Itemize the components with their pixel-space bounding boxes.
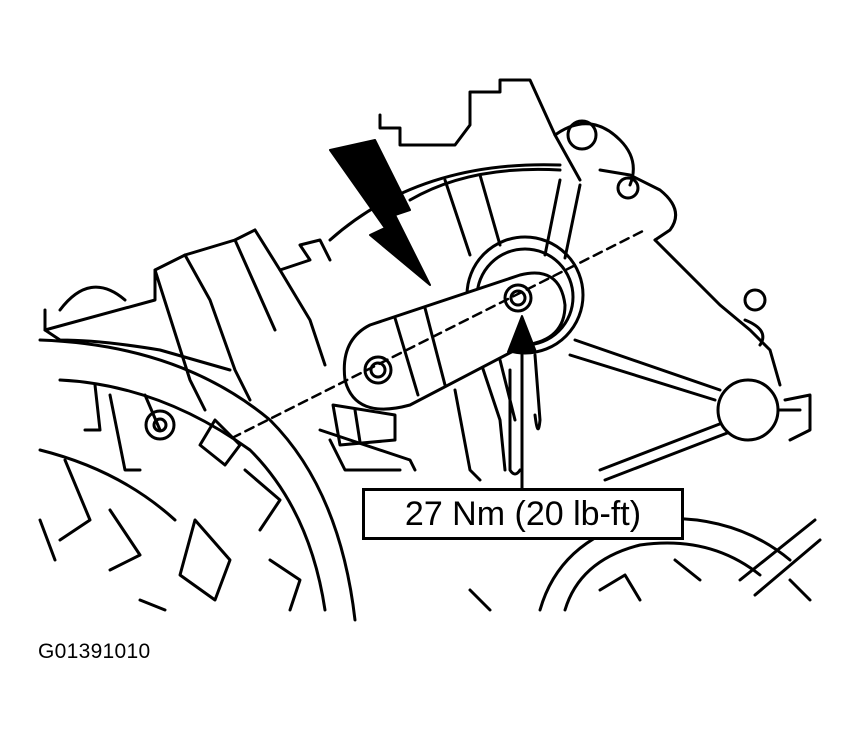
up-arrow-icon — [507, 315, 542, 490]
ball-joint — [716, 378, 812, 442]
left-block — [43, 228, 332, 412]
figure-id-label: G01391010 — [38, 640, 151, 663]
torque-spec-text: 27 Nm (20 lb-ft) — [404, 494, 642, 533]
upper-housing — [378, 78, 782, 387]
bracket-arc — [328, 163, 562, 257]
link-arm — [342, 271, 567, 411]
black-arrow-icon — [329, 139, 431, 286]
alignment-dashed-line — [230, 228, 647, 440]
torque-spec-callout: 27 Nm (20 lb-ft) — [362, 488, 684, 540]
lower-left-pulley — [38, 338, 357, 622]
retaining-clip — [318, 403, 417, 472]
